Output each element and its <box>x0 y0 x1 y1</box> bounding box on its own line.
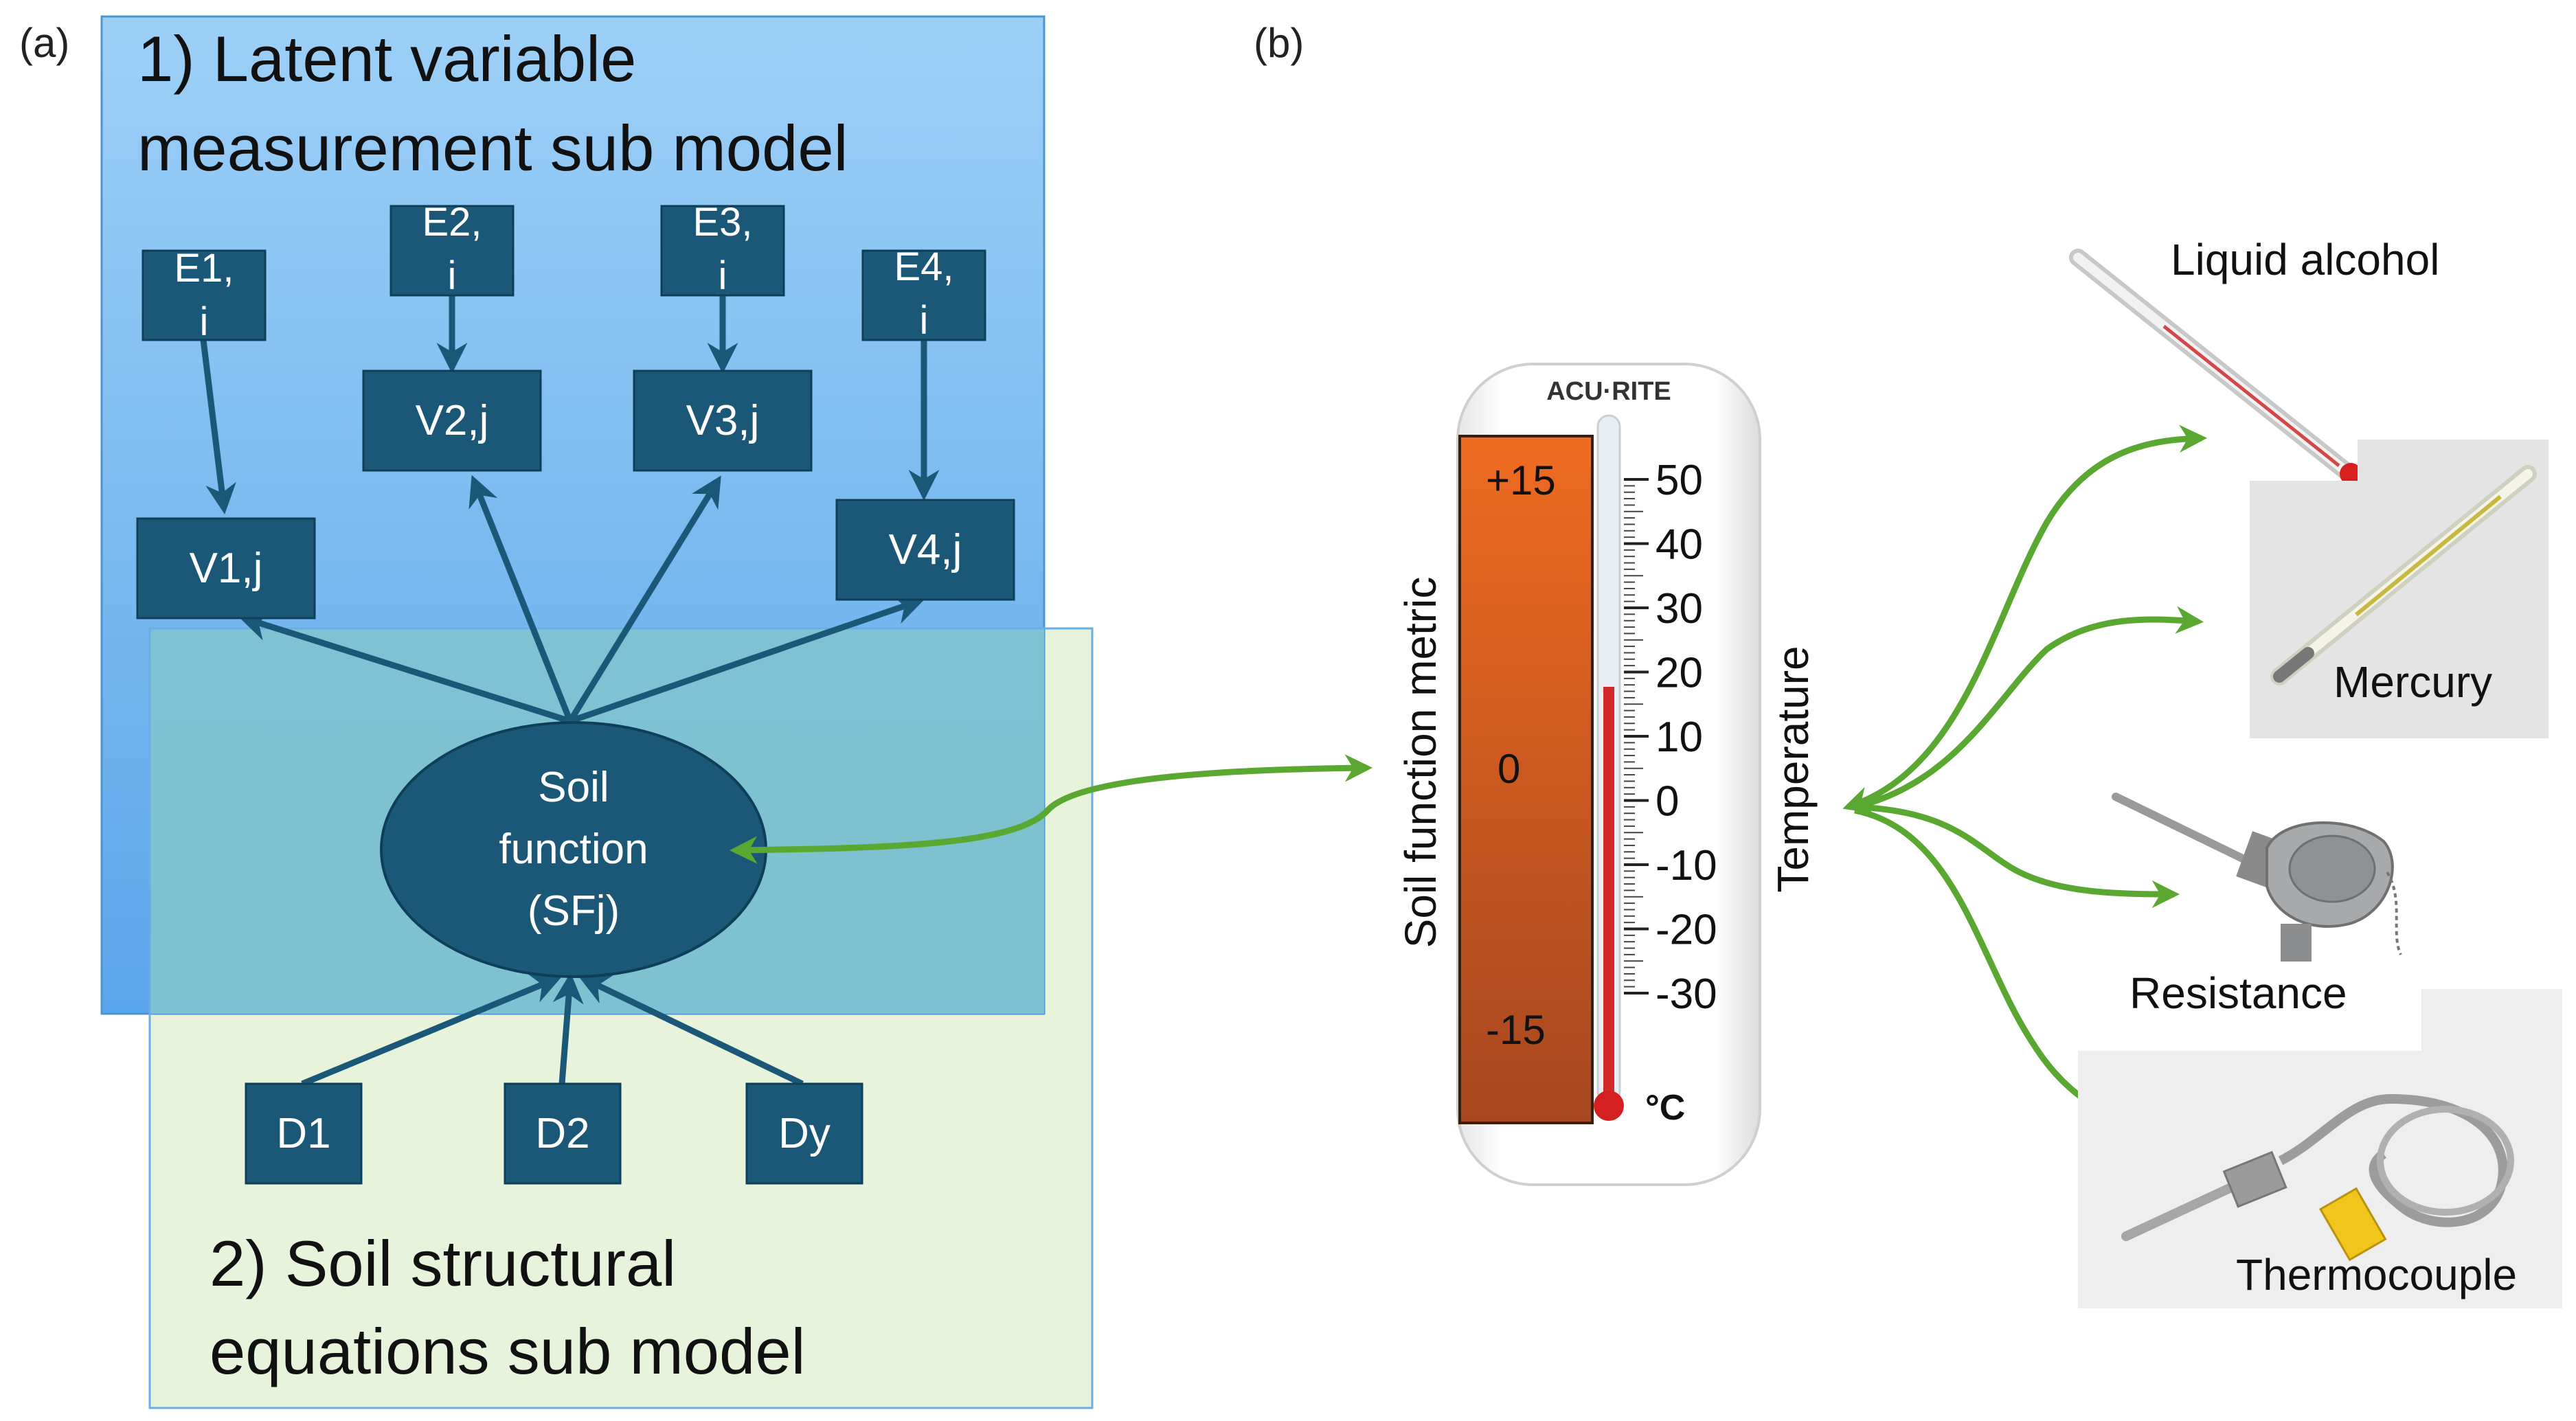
variable-node-v1: V1,j <box>136 517 316 619</box>
alcohol-thermometer-bulb <box>2340 463 2362 485</box>
variable-node-v2-label: V2,j <box>416 397 489 444</box>
panel-a-label: (a) <box>19 20 70 66</box>
driver-node-dy: Dy <box>745 1082 863 1185</box>
error-node-e2-sub: i <box>448 253 457 298</box>
instrument-mercury: Mercury <box>2250 440 2549 738</box>
temp-tick-label: -30 <box>1656 970 1717 1018</box>
latent-node-line1: Soil <box>538 764 609 811</box>
soil-tick-label: -15 <box>1486 1007 1546 1053</box>
soil-tick-label: 0 <box>1498 746 1520 792</box>
driver-node-d2-label: D2 <box>535 1110 589 1157</box>
temp-tick-label: 40 <box>1656 521 1703 569</box>
temp-tick-label: 30 <box>1656 585 1703 633</box>
soil-function-axis-title: Soil function metric <box>1396 577 1445 948</box>
variable-node-v4: V4,j <box>835 499 1015 601</box>
temperature-axis-title: Temperature <box>1768 646 1818 892</box>
soil-function-ticks: +15 0 -15 <box>1486 457 1556 1053</box>
temp-tick-label: -10 <box>1656 842 1717 889</box>
error-node-e2: E2, i <box>389 200 515 298</box>
structural-box-outline <box>148 627 1094 1409</box>
structural-title-line2: equations sub model <box>210 1315 805 1387</box>
thermocouple-connector <box>2318 1187 2387 1262</box>
error-node-e4: E4, i <box>861 245 986 343</box>
measurement-title-line1: 1) Latent variable <box>137 23 636 95</box>
error-node-e1: E1, i <box>142 246 267 344</box>
driver-node-d1-label: D1 <box>276 1110 330 1157</box>
temp-tick-label: 0 <box>1656 778 1679 826</box>
variable-node-v1-label: V1,j <box>190 545 263 592</box>
error-node-e3: E3, i <box>660 200 785 298</box>
resistance-probe-stem <box>2112 793 2254 866</box>
arrow-temp-liquid-alcohol <box>1842 424 2208 814</box>
error-node-e4-sub: i <box>920 298 929 343</box>
temp-tick-label: -20 <box>1656 907 1717 954</box>
latent-node-line3: (SFj) <box>528 887 620 935</box>
panel-b-label: (b) <box>1254 20 1304 66</box>
arrow-d2-sf <box>552 973 584 1084</box>
temperature-scale: 50 40 30 20 10 0 -10 -20 -30 <box>1624 457 1717 1018</box>
temp-tick-label: 50 <box>1656 457 1703 504</box>
arrow-d1-sf <box>301 973 563 1087</box>
arrow-e1-v1 <box>200 339 236 514</box>
arrow-dy-sf <box>578 975 804 1087</box>
error-node-e2-label: E2, <box>422 200 482 245</box>
instrument-thermocouple: Thermocouple <box>2078 989 2562 1308</box>
error-node-e1-sub: i <box>200 299 209 344</box>
instrument-label-mercury: Mercury <box>2334 657 2492 707</box>
variable-node-v4-label: V4,j <box>889 526 962 573</box>
error-node-e4-label: E4, <box>894 245 953 289</box>
structural-title-line1: 2) Soil structural <box>210 1227 676 1299</box>
instrument-label-liquid-alcohol: Liquid alcohol <box>2171 235 2439 284</box>
measurement-title-line2: measurement sub model <box>137 112 848 184</box>
unit-label: °C <box>1645 1088 1685 1128</box>
variable-node-v3-label: V3,j <box>686 397 760 444</box>
instrument-label-thermocouple: Thermocouple <box>2236 1250 2517 1299</box>
variable-node-v2: V2,j <box>362 370 542 472</box>
arrow-sf-v2 <box>468 475 574 723</box>
error-node-e3-sub: i <box>719 253 727 298</box>
arrow-temp-resistance <box>1854 804 2180 909</box>
variable-node-v3: V3,j <box>633 370 813 472</box>
instrument-label-resistance: Resistance <box>2129 968 2347 1018</box>
temp-tick-label: 10 <box>1656 714 1703 761</box>
instrument-resistance: Resistance <box>2112 793 2402 1018</box>
arrow-sf-v4 <box>569 594 925 725</box>
error-node-e1-label: E1, <box>174 246 234 291</box>
instrument-liquid-alcohol: Liquid alcohol <box>2069 235 2439 485</box>
arrow-sf-v1 <box>238 611 572 725</box>
thermometer-brand: ACU·RITE <box>1546 377 1671 406</box>
latent-node-soil-function: Soil function (SFj) <box>380 721 767 978</box>
driver-node-d2: D2 <box>504 1082 622 1185</box>
thermocouple-probe <box>2121 1182 2237 1241</box>
thermocouple-photo-background <box>2078 989 2562 1308</box>
error-node-e3-label: E3, <box>692 200 752 245</box>
soil-function-bar <box>1458 435 1594 1124</box>
mercury-thermometer-bulb <box>2273 647 2314 683</box>
latent-node-line2: function <box>499 826 648 873</box>
thermometer-bulb <box>1594 1091 1624 1121</box>
driver-node-dy-label: Dy <box>778 1110 831 1157</box>
soil-tick-label: +15 <box>1486 457 1556 503</box>
driver-node-d1: D1 <box>245 1082 363 1185</box>
arrow-temp-mercury <box>1853 606 2204 810</box>
temp-tick-label: 20 <box>1656 650 1703 697</box>
thermometer-liquid <box>1603 687 1614 1095</box>
link-arrow-sf-thermometer <box>729 754 1373 864</box>
arrow-sf-v3 <box>567 475 721 723</box>
thermocouple-cable <box>2278 1093 2508 1227</box>
